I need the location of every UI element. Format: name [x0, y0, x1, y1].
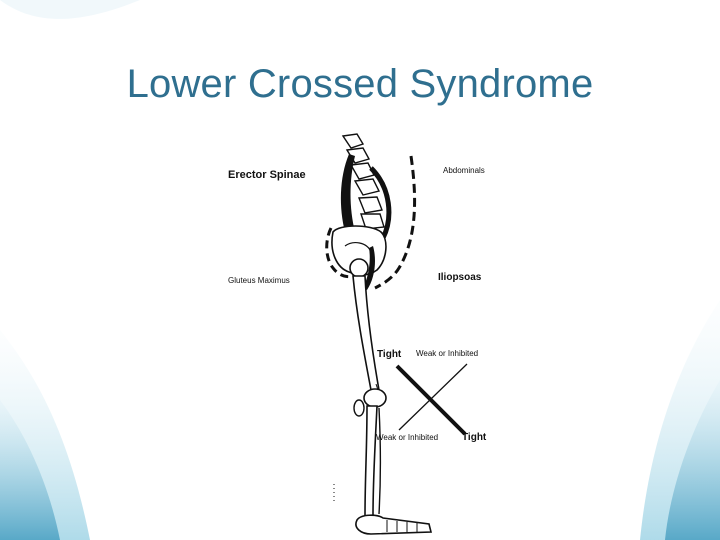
- gluteus-dashed-line: [325, 227, 356, 279]
- cross-line-weak: [398, 363, 468, 431]
- lower-crossed-syndrome-diagram: Erector Spinae Abdominals Gluteus Maximu…: [221, 128, 501, 540]
- label-tight-top: Tight: [377, 349, 402, 360]
- iliopsoas-muscle: [363, 246, 375, 290]
- tibia: [364, 405, 378, 517]
- erector-spinae-muscle: [340, 154, 355, 232]
- label-weak-bottom: Weak or Inhibited: [376, 433, 439, 442]
- label-weak-top: Weak or Inhibited: [416, 349, 479, 358]
- abdominal-muscle: [369, 166, 392, 240]
- cross-line-tight: [395, 364, 467, 436]
- foot: [355, 514, 433, 535]
- label-abdominals: Abdominals: [443, 166, 485, 175]
- fibula: [378, 407, 382, 515]
- label-erector-spinae: Erector Spinae: [228, 169, 306, 181]
- slide-title: Lower Crossed Syndrome: [126, 62, 594, 106]
- skeleton-illustration: [325, 133, 468, 535]
- label-tight-bottom: Tight: [462, 432, 487, 443]
- label-gluteus-maximus: Gluteus Maximus: [228, 276, 290, 285]
- label-iliopsoas: Iliopsoas: [438, 272, 482, 283]
- femur: [352, 275, 380, 391]
- abdominals-dashed-line: [374, 155, 417, 290]
